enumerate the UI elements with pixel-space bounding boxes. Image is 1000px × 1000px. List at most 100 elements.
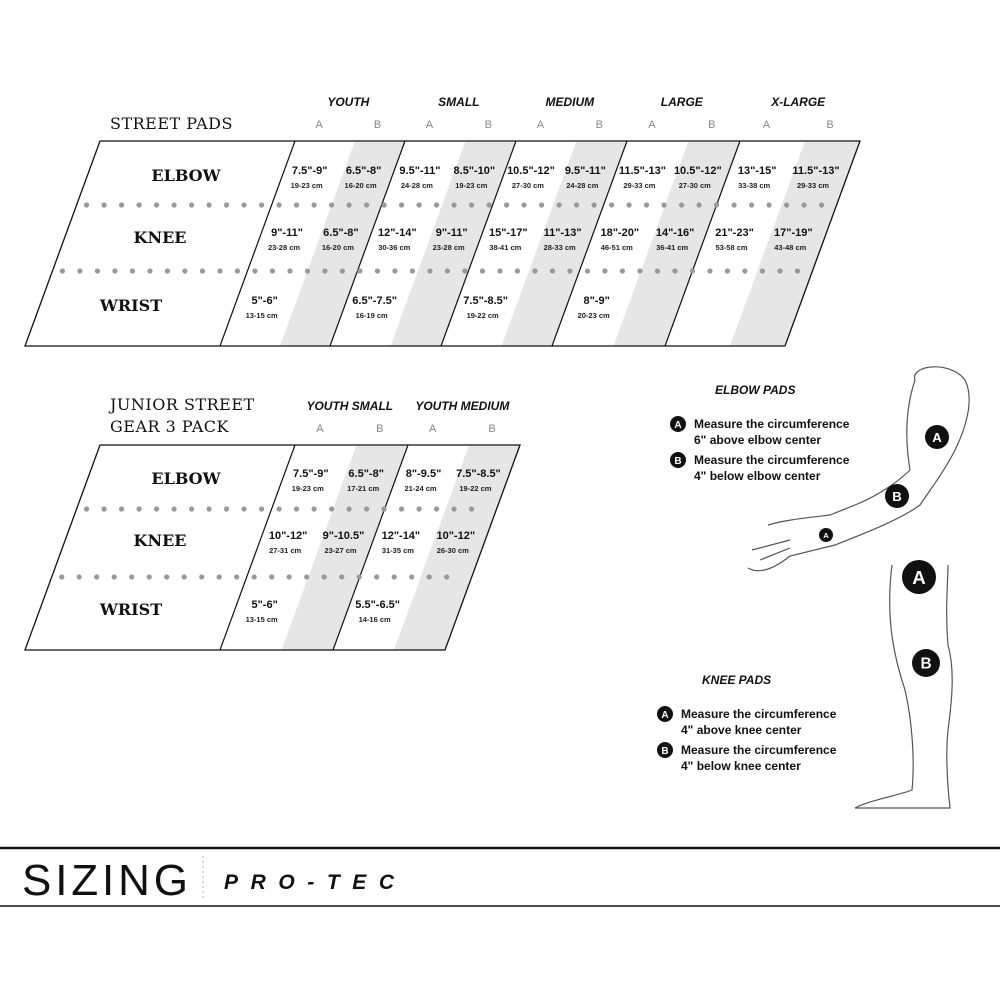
row-separator-dot [328,202,335,208]
size-value-inches: 8"-9.5" [406,468,442,480]
brand-logo: PRO-TEC [224,871,395,894]
size-value-cm: 23-28 cm [268,243,300,252]
size-value-cm: 23-28 cm [433,243,465,252]
size-value-inches: 15"-17" [489,227,528,239]
row-separator-dot [153,202,160,208]
shaded-column [281,445,408,650]
instruction-text: 4" below elbow center [694,469,821,483]
sub-label-b: B [596,119,603,131]
row-separator-dot [223,202,230,208]
row-separator-dot [293,202,300,208]
row-separator-dot [129,574,135,580]
instruction-title: KNEE PADS [702,673,771,687]
row-separator-dot [608,202,615,208]
row-separator-dot [252,268,258,274]
shaded-column [613,141,740,346]
size-value-cm: 26-30 cm [437,546,469,555]
arm-illustration [747,366,970,572]
leg-illustration [854,564,953,809]
size-value-inches: 5"-6" [251,295,277,307]
row-separator-dot [392,268,398,274]
sub-label-a: A [426,119,434,131]
column-divider [219,140,296,347]
row-separator-dot [462,268,468,274]
size-value-inches: 7.5"-9" [293,468,329,480]
row-separator-dot [293,506,300,512]
size-value-inches: 8"-9" [583,295,609,307]
row-separator-dot [76,574,82,580]
size-value-inches: 5.5"-6.5" [355,599,400,611]
row-separator-dot [398,506,405,512]
size-value-cm: 38-41 cm [489,243,521,252]
instruction-text: 4" above knee center [681,723,802,737]
column-divider [329,140,406,347]
row-separator-dot [258,506,265,512]
badge-letter: B [674,456,681,467]
row-separator-dot [444,574,450,580]
row-separator-dot [321,574,327,580]
size-value-cm: 24-28 cm [566,181,598,190]
badge-letter: B [920,656,931,673]
row-separator-dot [626,202,632,208]
size-value-inches: 10"-12" [269,530,308,542]
instruction-text: Measure the circumference [681,707,837,721]
size-value-cm: 13-15 cm [246,311,278,320]
instruction-text: Measure the circumference [694,453,850,467]
row-separator-dot [146,574,152,580]
row-separator-dot [188,202,195,208]
instruction-text: Measure the circumference [681,743,837,757]
badge-a-icon [819,528,833,542]
row-separator-dot [83,202,90,208]
size-value-inches: 6.5"-8" [346,165,382,177]
shaded-column [280,141,405,346]
row-separator-dot [479,268,486,274]
row-separator-dot [147,268,153,274]
row-separator-dot [444,268,451,274]
column-divider [551,140,628,347]
row-separator-dot [398,202,405,208]
row-separator-dot [339,268,346,274]
size-header: LARGE [661,95,704,109]
sub-label-a: A [429,423,437,435]
row-separator-dot [678,202,685,208]
row-separator-dot [199,574,205,580]
size-value-inches: 6.5"-7.5" [352,295,397,307]
row-separator-dot [619,268,626,274]
row-separator-dot [801,202,807,208]
row-separator-dot [101,202,107,208]
row-separator-dot [181,574,187,580]
size-value-cm: 53-58 cm [715,243,747,252]
row-separator-dot [206,202,212,208]
size-value-cm: 24-28 cm [401,181,433,190]
badge-b-icon [670,452,686,468]
size-value-inches: 9.5"-11" [565,165,606,177]
row-separator-dot [521,202,527,208]
row-separator-dot [748,202,755,208]
row-separator-dot [742,268,748,274]
arm-outline [747,366,970,572]
row-separator-dot [426,574,432,580]
badge-a-icon [657,706,673,722]
size-value-cm: 23-27 cm [324,546,356,555]
row-separator-dot [153,506,160,512]
size-value-inches: 18"-20" [600,227,639,239]
row-separator-dot [724,268,731,274]
row-separator-dot [538,202,545,208]
street-pads-title: STREET PADS [110,114,233,133]
badge-letter: A [932,430,942,445]
size-value-cm: 20-23 cm [578,311,610,320]
row-label-knee: KNEE [134,531,187,550]
row-label-knee: KNEE [134,228,187,247]
size-value-inches: 10"-12" [436,530,475,542]
size-value-inches: 11"-13" [544,227,582,239]
sub-label-b: B [826,119,833,131]
size-value-cm: 27-31 cm [269,546,301,555]
size-value-inches: 9"-11" [436,227,468,239]
size-value-cm: 27-30 cm [512,181,544,190]
row-separator-dot [591,202,597,208]
row-separator-dot [258,202,265,208]
row-separator-dot [783,202,790,208]
